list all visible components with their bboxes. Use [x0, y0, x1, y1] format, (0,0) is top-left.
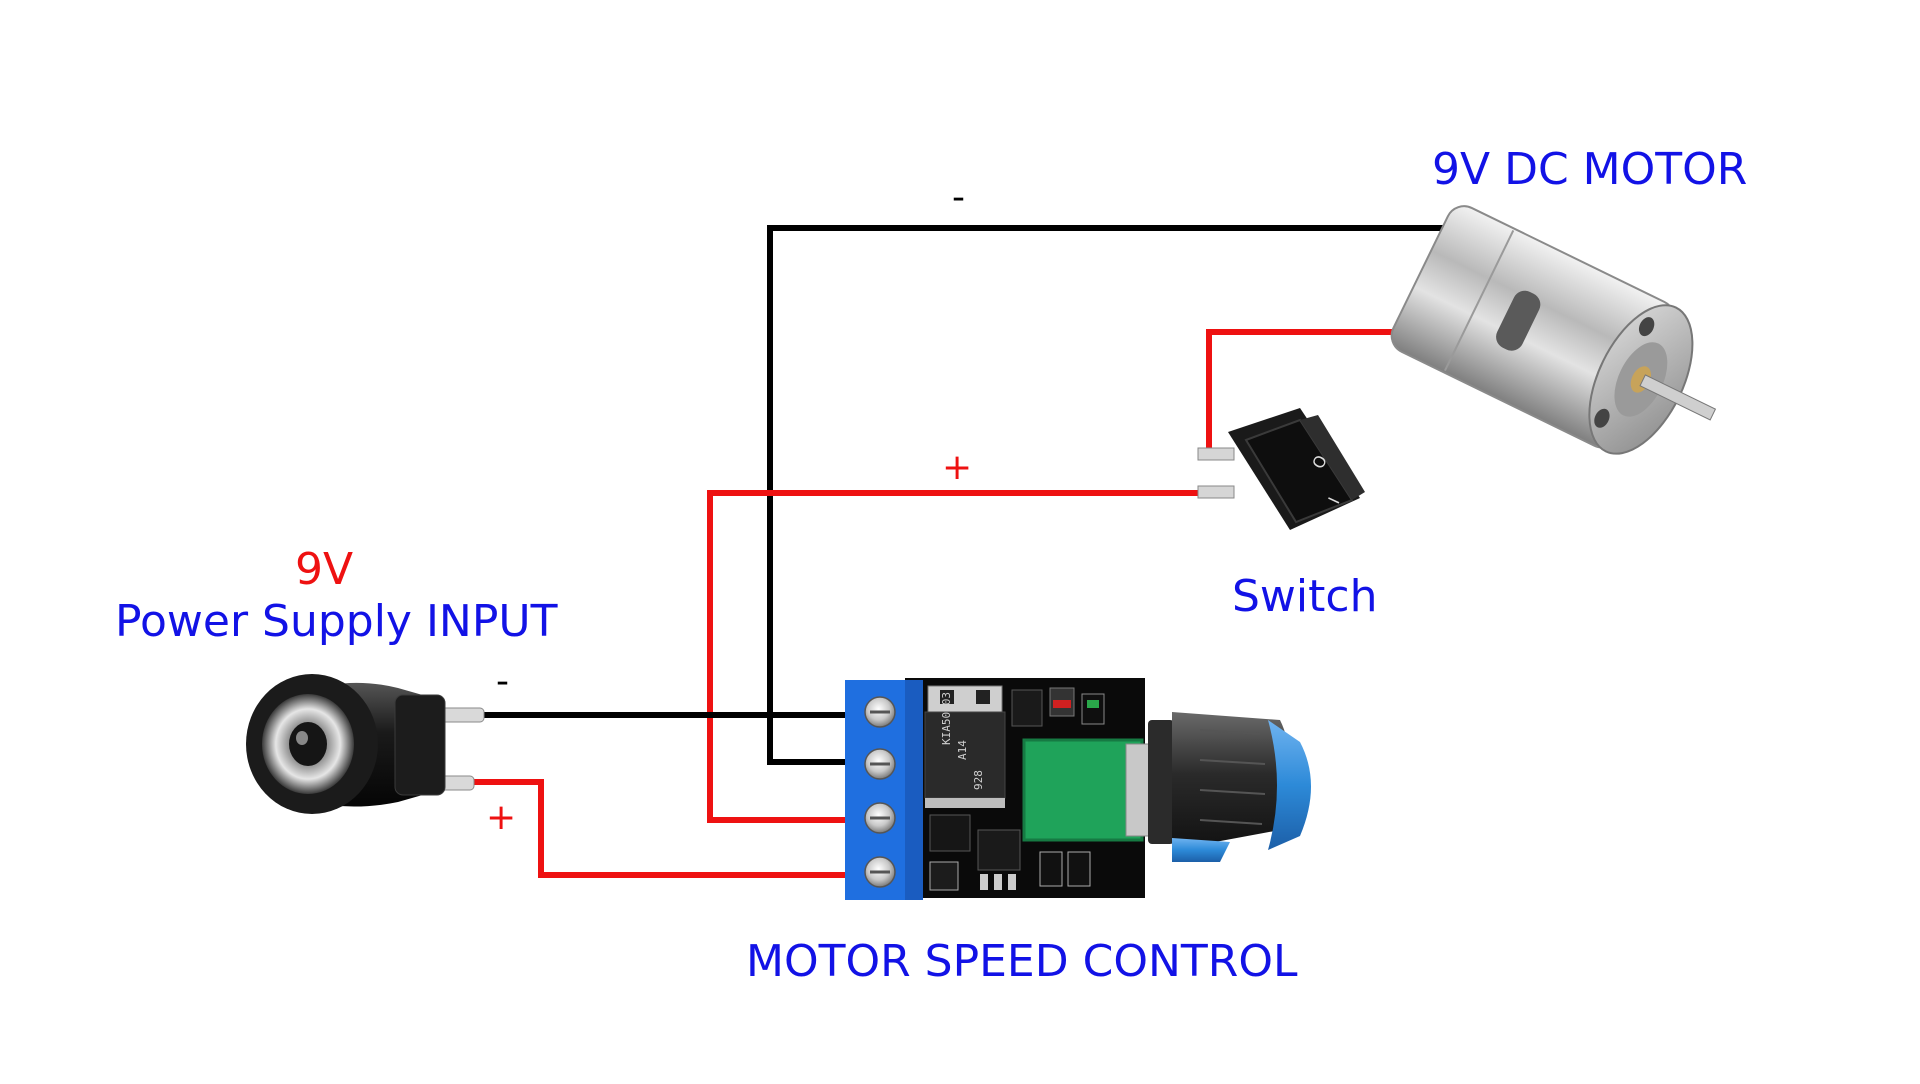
power-input-label: Power Supply INPUT — [115, 596, 558, 647]
speed-knob — [1172, 712, 1290, 850]
jack-positive-sign: + — [486, 797, 517, 838]
wire-switch-to-controller — [707, 490, 1228, 823]
controller-label: MOTOR SPEED CONTROL — [746, 936, 1298, 987]
switch-positive-sign: + — [942, 447, 973, 488]
potentiometer — [1024, 740, 1142, 840]
rocker-switch — [1197, 408, 1365, 530]
motor-label: 9V DC MOTOR — [1432, 144, 1748, 195]
terminal-screws — [864, 696, 896, 888]
switch-label: Switch — [1232, 571, 1378, 622]
knob-shaft — [1148, 720, 1174, 844]
chip-marking-1: KIA50N03 — [940, 692, 953, 745]
jack-negative-sign: - — [496, 661, 509, 702]
dc-motor — [1390, 205, 1717, 455]
motor-speed-controller-board — [845, 678, 1311, 900]
power-voltage-label: 9V — [295, 544, 354, 595]
chip-marking-3: 928 — [972, 770, 985, 790]
motor-negative-sign: - — [952, 177, 965, 218]
wires — [468, 225, 1475, 878]
dc-power-jack — [246, 674, 485, 814]
wire-jack-positive — [468, 779, 870, 878]
chip-marking-2: A14 — [956, 740, 969, 760]
